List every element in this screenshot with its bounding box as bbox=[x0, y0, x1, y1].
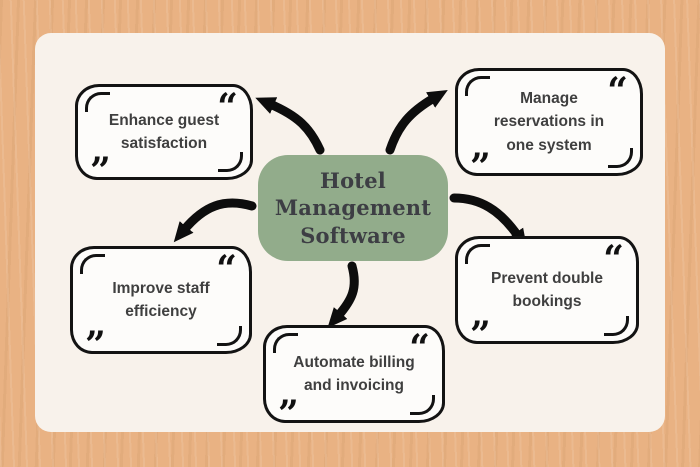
close-quote-icon: ” bbox=[85, 324, 106, 366]
close-quote-icon: ” bbox=[470, 146, 491, 188]
node-label: Prevent double bookings bbox=[491, 269, 603, 310]
node-label: Improve staff efficiency bbox=[112, 279, 210, 320]
center-title-line: Software bbox=[300, 222, 406, 248]
node-label: Manage reservations in one system bbox=[493, 90, 605, 154]
node-label: Automate billing and invoicing bbox=[293, 353, 415, 394]
open-quote-icon: “ bbox=[409, 327, 430, 369]
open-quote-icon: “ bbox=[603, 238, 624, 280]
node-improve-staff-efficiency: “ Improve staff efficiency ” bbox=[70, 246, 252, 363]
close-quote-icon: ” bbox=[90, 150, 111, 192]
center-title-line: Management bbox=[274, 195, 432, 221]
open-quote-icon: “ bbox=[607, 70, 628, 112]
open-quote-icon: “ bbox=[217, 86, 238, 128]
node-manage-reservations: “ Manage reservations in one system ” bbox=[455, 68, 643, 185]
node-prevent-double-bookings: “ Prevent double bookings ” bbox=[455, 236, 639, 353]
close-quote-icon: ” bbox=[278, 393, 299, 435]
node-enhance-guest-satisfaction: “ Enhance guest satisfaction ” bbox=[75, 84, 253, 189]
open-quote-icon: “ bbox=[216, 248, 237, 290]
close-quote-icon: ” bbox=[470, 314, 491, 356]
node-automate-billing: “ Automate billing and invoicing ” bbox=[263, 325, 445, 432]
center-node-hotel-management-software: Hotel Management Software bbox=[258, 155, 448, 261]
center-title-line: Hotel bbox=[320, 168, 386, 194]
node-label: Enhance guest satisfaction bbox=[108, 111, 220, 152]
